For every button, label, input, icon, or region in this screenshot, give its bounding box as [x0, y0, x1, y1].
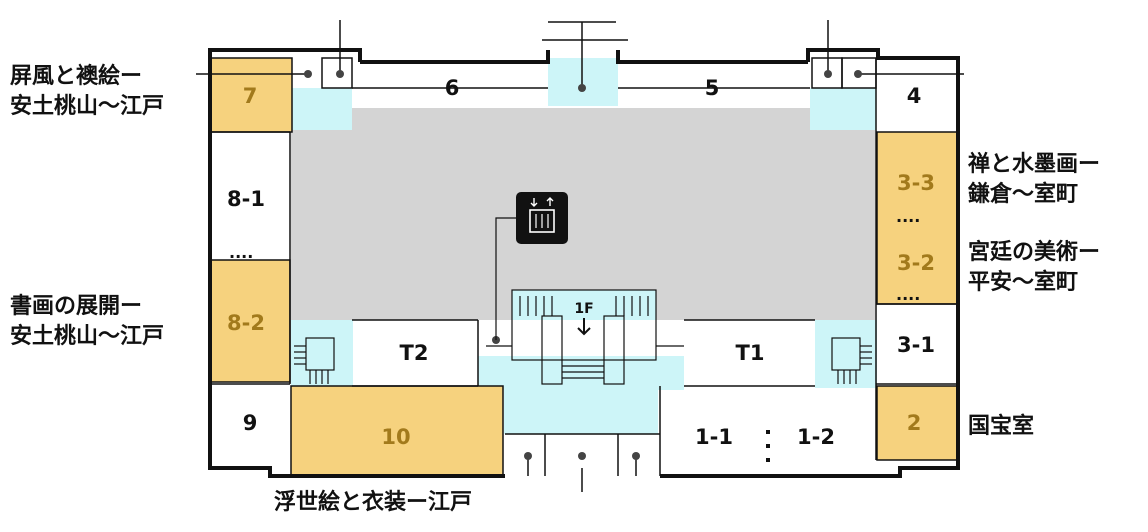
room-1-separator — [766, 430, 770, 462]
central-stairs — [486, 289, 684, 385]
post-marker-icon — [304, 70, 312, 78]
room-7-fill — [209, 57, 293, 133]
stairs-icon — [294, 337, 335, 384]
room-number-3-1: 3-1 — [897, 333, 935, 357]
post-marker-icon — [578, 84, 586, 92]
room-10-fill — [290, 385, 504, 477]
separator-dots: .... .... .... — [229, 207, 920, 304]
room-3-fill — [876, 131, 958, 305]
label-room-3-3: 禅と水墨画ー 鎌倉～室町 — [968, 150, 1100, 210]
label-room-3-2: 宮廷の美術ー 平安～室町 — [968, 238, 1100, 298]
down-arrow-icon — [577, 318, 591, 336]
room-dividers — [210, 58, 956, 476]
label-room-7-line1: 屏風と襖絵ー — [10, 64, 143, 89]
post-marker-icon — [336, 70, 344, 78]
post-marker-icon — [578, 452, 586, 460]
room-number-1-2: 1-2 — [797, 425, 835, 449]
svg-text:....: .... — [896, 285, 920, 304]
elevator-leader — [495, 217, 518, 340]
label-room-2: 国宝室 — [968, 414, 1035, 439]
svg-text:....: .... — [896, 207, 920, 226]
room-number-9: 9 — [243, 411, 258, 435]
room-number-3-2: 3-2 — [897, 251, 935, 275]
post-marker-icon — [632, 452, 640, 460]
label-room-8-2-line2: 安土桃山～江戸 — [10, 324, 165, 349]
room-number-2: 2 — [907, 411, 922, 435]
post-marker-icon — [854, 70, 862, 78]
room-number-10: 10 — [381, 425, 410, 449]
label-room-7: 屏風と襖絵ー 安土桃山～江戸 — [10, 62, 164, 122]
room-number-t1: T1 — [736, 341, 765, 365]
room-number-8-2: 8-2 — [227, 311, 265, 335]
room-number-8-1: 8-1 — [227, 187, 265, 211]
post-marker-icon — [524, 452, 532, 460]
room-number-6: 6 — [445, 76, 460, 100]
corner-markers — [196, 20, 964, 492]
room-number-t2: T2 — [400, 341, 429, 365]
label-room-3-2-line2: 平安～室町 — [968, 270, 1079, 295]
elevator-icon — [516, 192, 568, 244]
label-room-8-2-line1: 書画の展開ー — [10, 294, 143, 319]
room-number-1-1: 1-1 — [695, 425, 733, 449]
room-number-7: 7 — [243, 84, 258, 108]
svg-text:....: .... — [229, 243, 253, 262]
label-room-10: 浮世絵と衣装ー江戸 — [274, 490, 473, 515]
floor-marker: 1F — [574, 301, 593, 317]
room-number-4: 4 — [907, 84, 922, 108]
room-number-5: 5 — [705, 76, 720, 100]
label-room-3-2-line1: 宮廷の美術ー — [968, 240, 1101, 265]
post-marker-icon — [824, 70, 832, 78]
central-hall — [291, 108, 875, 320]
room-number-3-3: 3-3 — [897, 171, 935, 195]
circulation-areas — [291, 58, 877, 434]
label-room-8-2: 書画の展開ー 安土桃山～江戸 — [10, 292, 164, 352]
label-room-3-3-line2: 鎌倉～室町 — [968, 182, 1079, 207]
highlighted-rooms — [209, 57, 958, 477]
label-room-3-3-line1: 禅と水墨画ー — [968, 152, 1101, 177]
stairs-icon — [831, 337, 872, 384]
room-2-fill — [876, 385, 958, 461]
post-markers — [304, 70, 862, 460]
label-room-7-line2: 安土桃山～江戸 — [10, 94, 165, 119]
outer-walls — [208, 48, 960, 478]
